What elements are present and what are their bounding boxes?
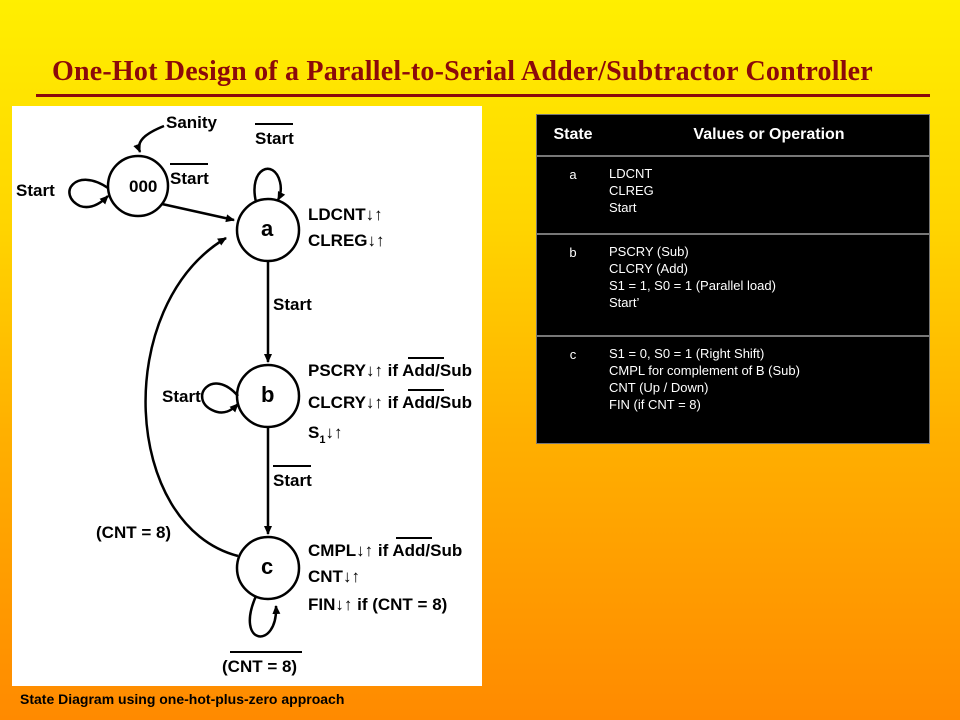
loop-000 <box>68 178 109 209</box>
row-state-c: c <box>569 347 577 362</box>
c-output-3: FIN↓↑ if (CNT = 8) <box>308 595 447 614</box>
sanity-arrow <box>133 124 165 153</box>
op-line: S1 = 0, S0 = 1 (Right Shift) <box>609 346 765 361</box>
b-output-2: CLCRY↓↑ if Add/Sub <box>308 393 472 412</box>
b-output-3: S1↓↑ <box>308 423 342 446</box>
state-a-circle <box>235 197 301 263</box>
op-line: CLREG <box>609 183 654 198</box>
row-ops-b: PSCRY (Sub) CLCRY (Add) S1 = 1, S0 = 1 (… <box>609 235 929 335</box>
op-line: Start’ <box>609 295 640 310</box>
state-a-label: a <box>261 216 274 241</box>
row-ops-a: LDCNT CLREG Start <box>609 157 929 233</box>
table-row: c S1 = 0, S0 = 1 (Right Shift) CMPL for … <box>537 337 929 443</box>
a-output-2: CLREG↓↑ <box>308 231 385 250</box>
title-underline <box>36 94 930 97</box>
op-line: CMPL for complement of B (Sub) <box>609 363 800 378</box>
b-output-1: PSCRY↓↑ if Add/Sub <box>308 361 472 380</box>
start-label-b-loop: Start <box>162 387 201 406</box>
cnt8-bar-label: (CNT = 8) <box>222 657 297 676</box>
state-000-label: 000 <box>129 177 157 196</box>
start-label-a-to-b: Start <box>273 295 312 314</box>
table-header: State Values or Operation <box>537 115 929 157</box>
start-bar-label-b-to-c: Start <box>273 471 312 490</box>
state-000-circle <box>106 154 170 218</box>
row-state-b: b <box>569 245 577 260</box>
loop-b <box>200 382 239 414</box>
arrow-000-to-a <box>161 202 235 223</box>
sanity-label: Sanity <box>166 113 218 132</box>
state-operations-table: State Values or Operation a LDCNT CLREG … <box>536 114 930 444</box>
op-line: S1 = 1, S0 = 1 (Parallel load) <box>609 278 776 293</box>
start-bar-label-a-loop: Start <box>255 129 294 148</box>
table-row: a LDCNT CLREG Start <box>537 157 929 235</box>
cnt8-label: (CNT = 8) <box>96 523 171 542</box>
op-line: CLCRY (Add) <box>609 261 688 276</box>
state-c-label: c <box>261 554 273 579</box>
loop-a <box>253 167 286 203</box>
op-line: CNT (Up / Down) <box>609 380 709 395</box>
state-b-label: b <box>261 382 274 407</box>
header-values: Values or Operation <box>693 126 845 143</box>
c-output-1: CMPL↓↑ if Add/Sub <box>308 541 462 560</box>
arrow-c-to-a <box>144 236 239 558</box>
state-diagram: Sanity Start Start Start 000 a LDCNT↓↑ C… <box>12 106 482 686</box>
state-c-circle <box>235 535 301 601</box>
row-state-a: a <box>569 167 577 182</box>
table-row: b PSCRY (Sub) CLCRY (Add) S1 = 1, S0 = 1… <box>537 235 929 337</box>
diagram-caption: State Diagram using one-hot-plus-zero ap… <box>20 691 345 707</box>
a-output-1: LDCNT↓↑ <box>308 205 383 224</box>
page-title: One-Hot Design of a Parallel-to-Serial A… <box>52 56 873 87</box>
op-line: FIN (if CNT = 8) <box>609 397 701 412</box>
start-label-000-loop: Start <box>16 181 55 200</box>
state-diagram-svg: Sanity Start Start Start 000 a LDCNT↓↑ C… <box>16 113 472 676</box>
c-output-2: CNT↓↑ <box>308 567 360 586</box>
row-ops-c: S1 = 0, S0 = 1 (Right Shift) CMPL for co… <box>609 337 929 443</box>
op-line: PSCRY (Sub) <box>609 244 689 259</box>
loop-c <box>248 595 281 638</box>
op-line: Start <box>609 200 637 215</box>
start-bar-label-000-to-a: Start <box>170 169 209 188</box>
op-line: LDCNT <box>609 166 653 181</box>
header-state: State <box>553 126 593 143</box>
